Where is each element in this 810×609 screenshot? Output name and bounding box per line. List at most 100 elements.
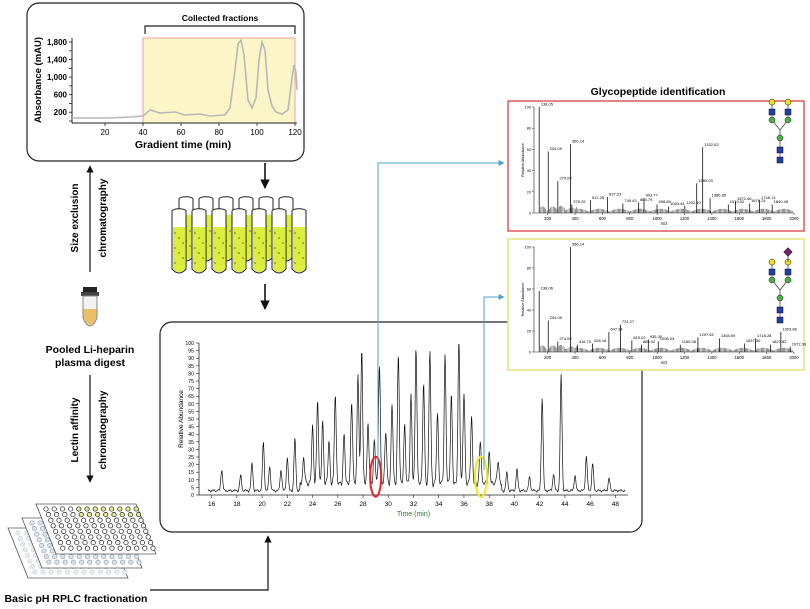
step-size-exclusion-line1: Size exclusion bbox=[70, 184, 81, 253]
ms-panel-red-frame bbox=[507, 100, 805, 232]
tube-bead bbox=[297, 251, 301, 255]
ms-peak-label: 647.34 bbox=[610, 327, 623, 332]
tube-bead bbox=[273, 261, 277, 265]
plate-well bbox=[81, 517, 87, 523]
plate-well bbox=[25, 552, 31, 558]
plate-well bbox=[120, 559, 126, 565]
tube-liquid bbox=[193, 227, 205, 272]
ms-xtick-label: 1000 bbox=[652, 355, 662, 360]
ms-peak-label: 274.09 bbox=[559, 336, 572, 341]
plate-well bbox=[117, 506, 123, 512]
plate-well bbox=[61, 528, 67, 534]
fraction-tube bbox=[191, 208, 207, 274]
ms-xtick-label: 1000 bbox=[652, 216, 662, 221]
tube-bead bbox=[177, 251, 181, 255]
lc-ytick-label: 20 bbox=[188, 463, 194, 469]
tube-bead bbox=[268, 244, 272, 248]
sec-ytick-label: 1,800 bbox=[47, 38, 68, 47]
sec-xtick-label: 80 bbox=[215, 128, 224, 137]
ms-xtick-label: 1600 bbox=[735, 216, 745, 221]
plate-well bbox=[29, 564, 35, 570]
plate-well bbox=[50, 523, 56, 529]
ms-ytick-label: 40 bbox=[527, 169, 531, 173]
plate-well bbox=[117, 545, 123, 551]
plate-well bbox=[37, 520, 43, 526]
lc-xtick-label: 24 bbox=[309, 501, 317, 508]
ms-peak-label: 138.06 bbox=[541, 286, 554, 291]
ms-ytick-label: 20 bbox=[527, 190, 531, 194]
tube-bead bbox=[268, 229, 272, 233]
lc-xtick-label: 46 bbox=[587, 501, 595, 508]
tube-bead bbox=[253, 231, 257, 235]
sec-trace bbox=[72, 38, 298, 119]
lc-xtick-label: 42 bbox=[536, 501, 544, 508]
plate-well bbox=[55, 534, 61, 540]
ms-peak-label: 512.25 bbox=[592, 195, 605, 200]
sec-y-axis-label: Absorbance (mAU) bbox=[33, 37, 44, 123]
tube-bead bbox=[277, 251, 281, 255]
tube-bead bbox=[173, 246, 177, 250]
ms-ytick-label: 40 bbox=[527, 309, 531, 313]
plate-well bbox=[52, 554, 58, 560]
ms-xtick-label: 1400 bbox=[707, 216, 717, 221]
lc-xtick-label: 28 bbox=[359, 501, 367, 508]
plate-well bbox=[109, 554, 115, 560]
ms-peak-label: 1676.24 bbox=[751, 198, 766, 203]
ms-ytick-label: 60 bbox=[527, 148, 531, 152]
plate-well bbox=[56, 517, 62, 523]
lc-xtick-label: 16 bbox=[208, 501, 216, 508]
sample-tube-icon bbox=[81, 287, 99, 327]
lc-ytick-label: 100 bbox=[185, 341, 194, 347]
tube-bead bbox=[297, 236, 301, 240]
ms-peak-label: 1297.62 bbox=[699, 332, 714, 337]
tube-bead bbox=[201, 256, 205, 260]
plate-well bbox=[114, 569, 120, 575]
plate-well bbox=[122, 517, 128, 523]
plate-well bbox=[43, 506, 49, 512]
tube-bead bbox=[273, 246, 277, 250]
tube-bead bbox=[221, 256, 225, 260]
lc-xtick-label: 44 bbox=[561, 501, 569, 508]
ms-peak-label: 366.14 bbox=[572, 242, 585, 247]
plate-well bbox=[94, 528, 100, 534]
plate-well bbox=[51, 506, 57, 512]
lc-ytick-label: 30 bbox=[188, 447, 194, 453]
ms-ytick-label: 80 bbox=[527, 127, 531, 131]
ms-peak-label: 935.30 bbox=[650, 334, 663, 339]
glycan-mannose bbox=[768, 276, 776, 284]
plate-well bbox=[66, 540, 72, 546]
plate-well bbox=[68, 545, 74, 551]
lc-ytick-label: 0 bbox=[191, 493, 194, 499]
plate-well bbox=[99, 523, 105, 529]
plate-well bbox=[49, 548, 55, 554]
ms-peak-label: 1840.45 bbox=[774, 199, 789, 204]
plate-well bbox=[74, 540, 80, 546]
ms-peak-label: 1332.63 bbox=[704, 142, 719, 147]
fraction-tubes bbox=[171, 196, 307, 274]
tube-bead bbox=[301, 256, 305, 260]
glycan-galactose bbox=[768, 98, 776, 106]
ms-xtick-label: 800 bbox=[626, 355, 634, 360]
plate-well bbox=[116, 523, 122, 529]
plate-well bbox=[65, 569, 71, 575]
sec-ytick-label: 1,400 bbox=[47, 56, 68, 65]
ms-peak-label: 138.05 bbox=[541, 102, 554, 107]
glycan-glcnac bbox=[776, 306, 784, 314]
plate-well bbox=[117, 554, 123, 560]
plate-well bbox=[107, 540, 113, 546]
tube-bead bbox=[253, 246, 257, 250]
plate-well bbox=[91, 523, 97, 529]
lc-chromatogram: 0510152025303540455055606570758085909510… bbox=[178, 341, 628, 518]
ms-peak-label: 1718.28 bbox=[757, 333, 772, 338]
plate-well bbox=[136, 559, 142, 565]
tube-bead bbox=[228, 229, 232, 233]
sec-ytick-label: 1,000 bbox=[47, 73, 68, 82]
tube-bead bbox=[208, 244, 212, 248]
tube-bead bbox=[261, 256, 265, 260]
step-size-exclusion-line2: chromatography bbox=[98, 178, 109, 257]
tube-bead bbox=[197, 251, 201, 255]
plate-well bbox=[123, 540, 129, 546]
ms-peak-label: 528.18 bbox=[594, 338, 607, 343]
lc-xtick-label: 20 bbox=[258, 501, 266, 508]
